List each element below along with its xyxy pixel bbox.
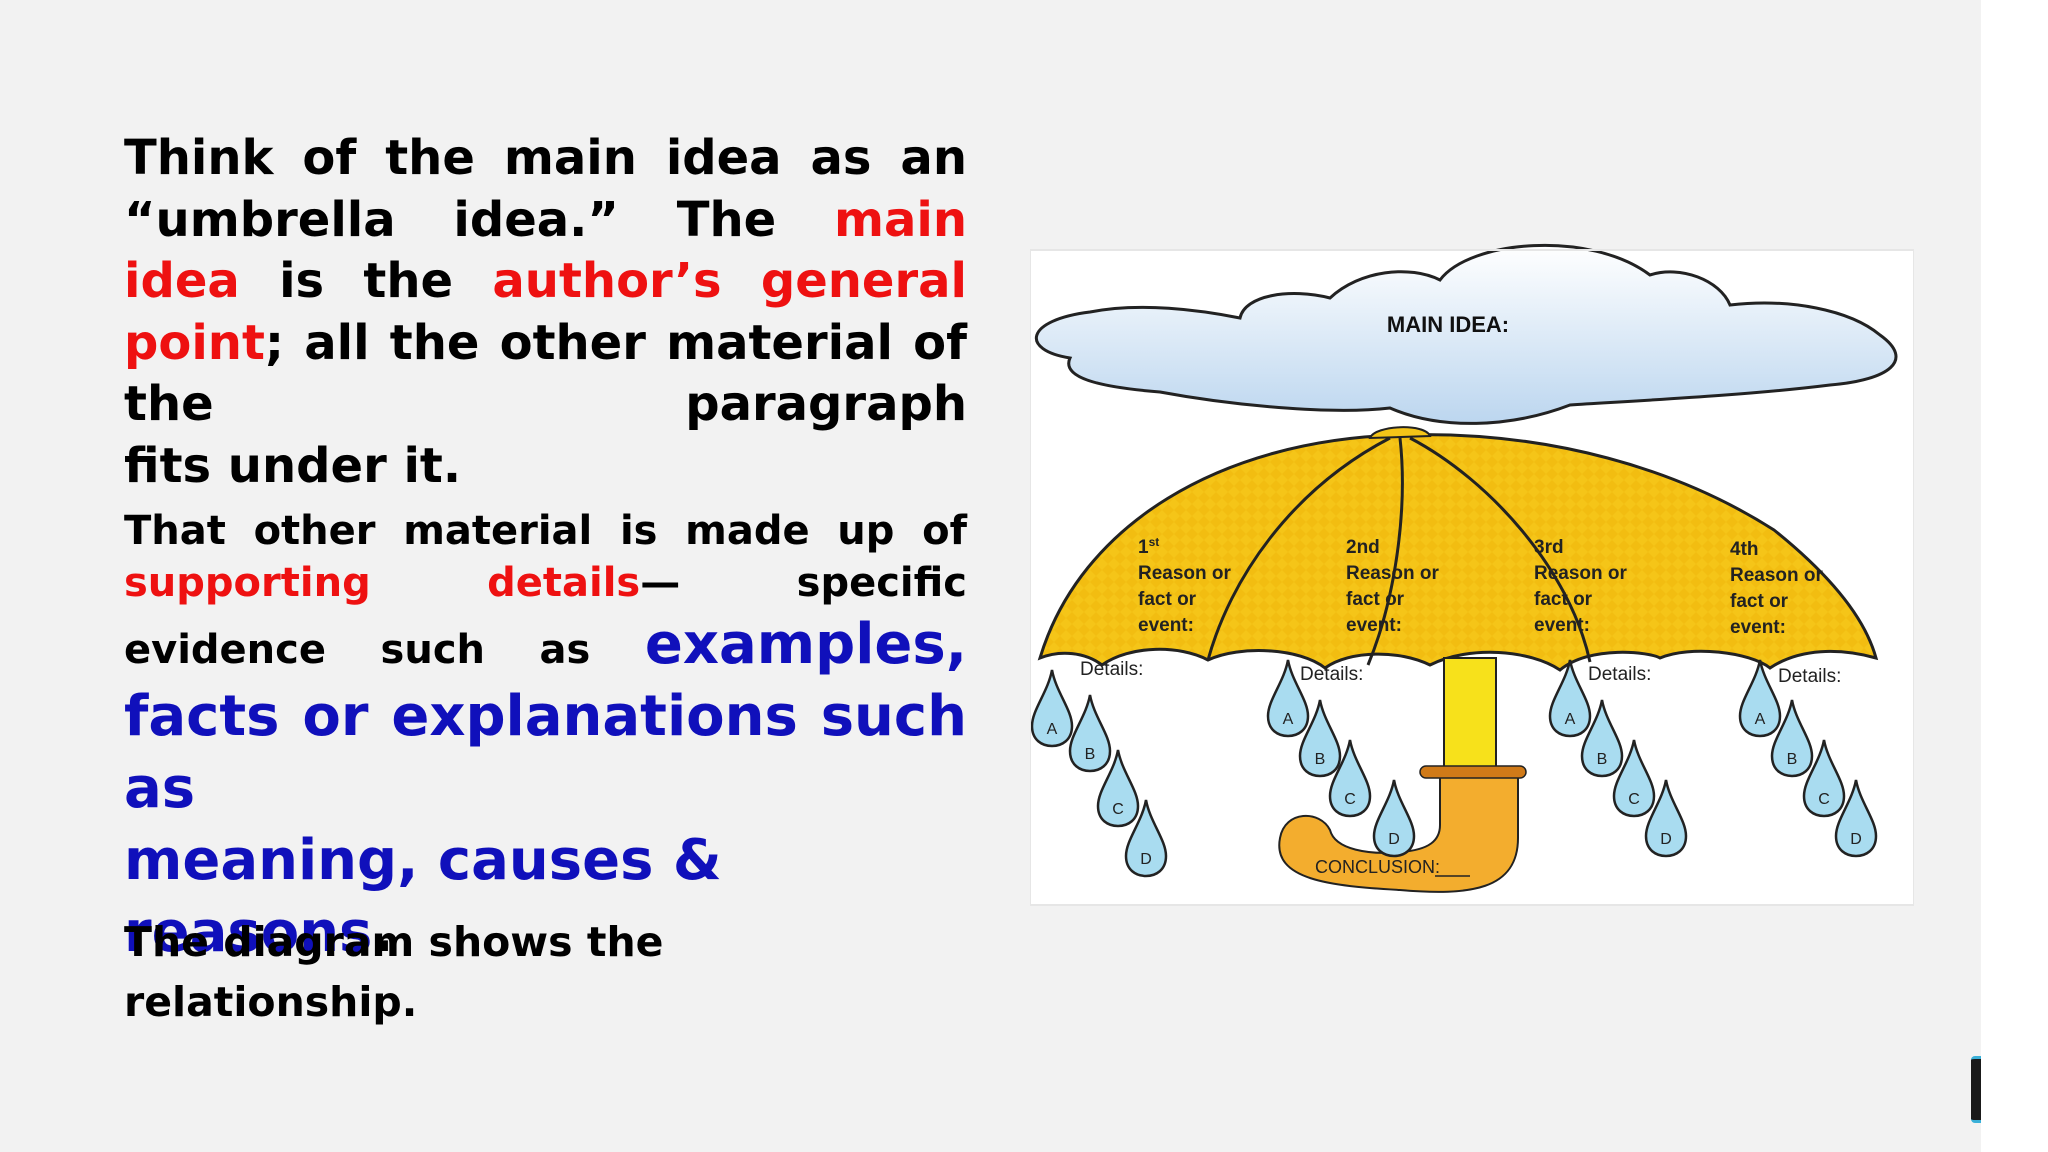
raindrop-letter: B xyxy=(1315,751,1326,768)
reason-3-line1: Reason or xyxy=(1534,563,1628,584)
paragraph-supporting-details: That other material is made up of suppor… xyxy=(124,505,967,969)
reason-2-line3: event: xyxy=(1346,615,1402,636)
p2-period: . xyxy=(372,900,394,965)
raindrop-letter: C xyxy=(1628,791,1640,808)
p2-text-2: — specific evidence such as xyxy=(124,560,968,673)
p2-highlight-supporting-details: supporting details xyxy=(124,560,641,606)
raindrop-letter: D xyxy=(1660,831,1672,848)
p2-examples-text: examples, facts or explanations such as xyxy=(124,612,967,821)
p1-highlight-general-point: author’s general point xyxy=(124,253,968,371)
reason-3-line2: fact or xyxy=(1534,589,1593,610)
raindrops: A B C D A B C D A B C D A B C D xyxy=(1030,659,1878,878)
reason-3-line3: event: xyxy=(1534,615,1590,636)
raindrop-letter: C xyxy=(1112,801,1124,818)
raindrop-4-d xyxy=(1834,779,1878,858)
reason-1-line3: event: xyxy=(1138,615,1194,636)
canopy-rib-1 xyxy=(1206,436,1391,661)
raindrop-1-d xyxy=(1124,799,1168,878)
raindrop-letter: C xyxy=(1344,791,1356,808)
raindrop-4-c xyxy=(1802,739,1846,818)
raindrop-2-d xyxy=(1372,779,1416,858)
umbrella-tip xyxy=(1368,426,1432,440)
reason-1-line1: Reason or xyxy=(1138,563,1232,584)
raindrop-2-b xyxy=(1298,699,1342,778)
details-label-4: Details: xyxy=(1778,666,1841,687)
details-label-1: Details: xyxy=(1080,659,1143,680)
reason-2-line2: fact or xyxy=(1346,589,1405,610)
reason-4-line2: fact or xyxy=(1730,591,1789,612)
reason-2-ordinal: 2nd xyxy=(1346,537,1380,558)
raindrop-letter: D xyxy=(1140,851,1152,868)
umbrella-diagram: MAIN IDEA: 1st Reason or fact or event: … xyxy=(1030,243,1914,906)
raindrop-letter: B xyxy=(1787,751,1798,768)
raindrop-3-b xyxy=(1580,699,1624,778)
details-label-3: Details: xyxy=(1588,664,1651,685)
reason-2-line1: Reason or xyxy=(1346,563,1440,584)
reason-4-line3: event: xyxy=(1730,617,1786,638)
raindrop-letter: D xyxy=(1850,831,1862,848)
reason-1-ordinal: 1st xyxy=(1138,535,1159,558)
raindrop-4-b xyxy=(1770,699,1814,778)
p1-text-4: fits under it. xyxy=(124,437,462,494)
slide: Think of the main idea as an “umbrella i… xyxy=(124,128,2047,1123)
raindrop-2-a xyxy=(1266,659,1310,738)
raindrop-letter: D xyxy=(1388,831,1400,848)
raindrop-letter: A xyxy=(1755,711,1766,728)
raindrop-1-c xyxy=(1096,749,1140,828)
conclusion-label: CONCLUSION: xyxy=(1315,857,1440,877)
p1-text-2: is the xyxy=(239,253,493,309)
p1-text-1: Think of the main idea as an “umbrella i… xyxy=(124,130,967,248)
right-margin xyxy=(1981,0,2048,1152)
raindrop-letter: A xyxy=(1047,721,1058,738)
p2-text-1: That other material is made up of xyxy=(124,508,967,554)
raindrop-3-a xyxy=(1548,659,1592,738)
diagram-frame xyxy=(1030,249,1914,906)
raindrop-2-c xyxy=(1328,739,1372,818)
canopy-rib-2 xyxy=(1366,437,1404,666)
paragraph-main-idea: Think of the main idea as an “umbrella i… xyxy=(124,128,967,497)
p2-reasons-text: meaning, causes & reasons xyxy=(124,828,722,965)
p1-highlight-main-idea: main idea xyxy=(124,191,967,310)
canopy-rib-3 xyxy=(1409,436,1592,663)
raindrop-letter: A xyxy=(1283,711,1294,728)
main-idea-cloud xyxy=(1034,243,1898,425)
raindrop-letter: A xyxy=(1565,711,1576,728)
raindrop-1-b xyxy=(1068,694,1112,773)
raindrop-1-a xyxy=(1030,669,1074,748)
raindrop-letter: B xyxy=(1597,751,1608,768)
raindrop-3-c xyxy=(1612,739,1656,818)
raindrop-4-a xyxy=(1738,659,1782,738)
raindrop-letter: C xyxy=(1818,791,1830,808)
reason-4-ordinal: 4th xyxy=(1730,539,1759,560)
paragraph-diagram-note: The diagram shows the relationship. xyxy=(124,918,664,1026)
handle-ring xyxy=(1419,765,1527,779)
p1-text-3: ; all the other material of the paragrap… xyxy=(124,314,967,433)
reason-3-ordinal: 3rd xyxy=(1534,537,1564,558)
raindrop-letter: B xyxy=(1085,746,1096,763)
reason-1-line2: fact or xyxy=(1138,589,1197,610)
cloud-label: MAIN IDEA: xyxy=(1387,312,1509,337)
reason-4-line1: Reason or xyxy=(1730,565,1824,586)
umbrella-canopy xyxy=(1037,433,1879,672)
raindrop-3-d xyxy=(1644,779,1688,858)
details-label-2: Details: xyxy=(1300,664,1363,685)
